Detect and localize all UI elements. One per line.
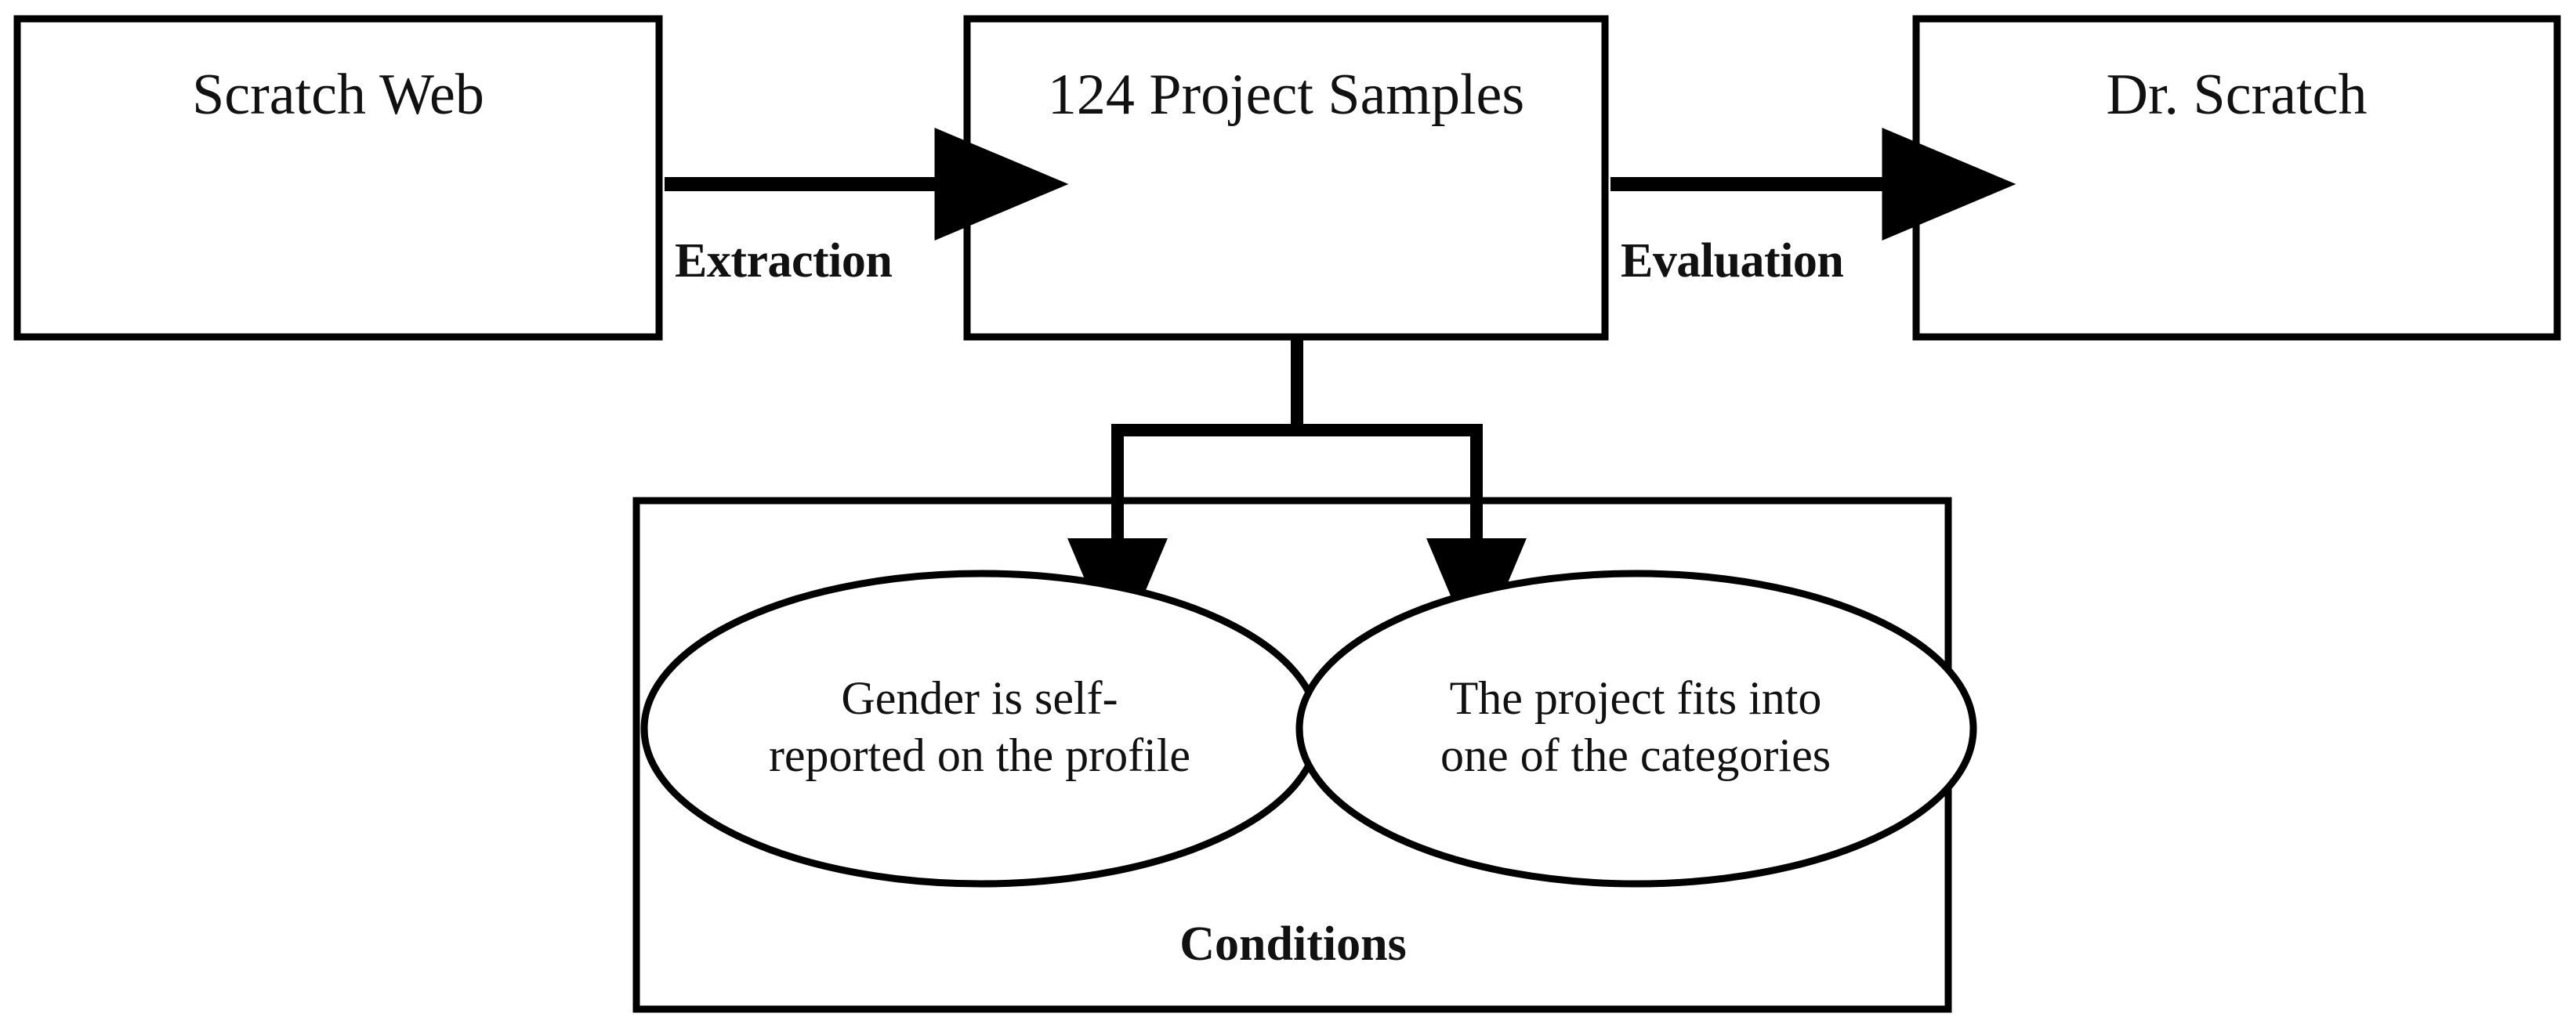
node-project-samples-label: 124 Project Samples [1047, 63, 1525, 127]
condition-gender-line-1: Gender is self- [841, 672, 1118, 724]
edge-evaluation-label: Evaluation [1621, 234, 1844, 288]
condition-category-line-2: one of the categories [1440, 729, 1831, 782]
node-dr-scratch-box [1912, 15, 2561, 341]
conditions-group-label: Conditions [1179, 917, 1407, 971]
condition-category-label: The project fits into one of the categor… [1365, 670, 1906, 784]
node-scratch-web-label: Scratch Web [192, 63, 484, 127]
node-dr-scratch-label: Dr. Scratch [2106, 63, 2368, 127]
condition-category-line-1: The project fits into [1449, 672, 1822, 724]
node-project-samples-box [963, 15, 1609, 341]
edge-extraction-label: Extraction [675, 234, 893, 288]
condition-gender-label: Gender is self- reported on the profile [709, 670, 1250, 784]
condition-gender-line-2: reported on the profile [768, 729, 1191, 782]
node-condition-category-ellipse [1295, 570, 1977, 888]
node-scratch-web-box [13, 15, 663, 341]
